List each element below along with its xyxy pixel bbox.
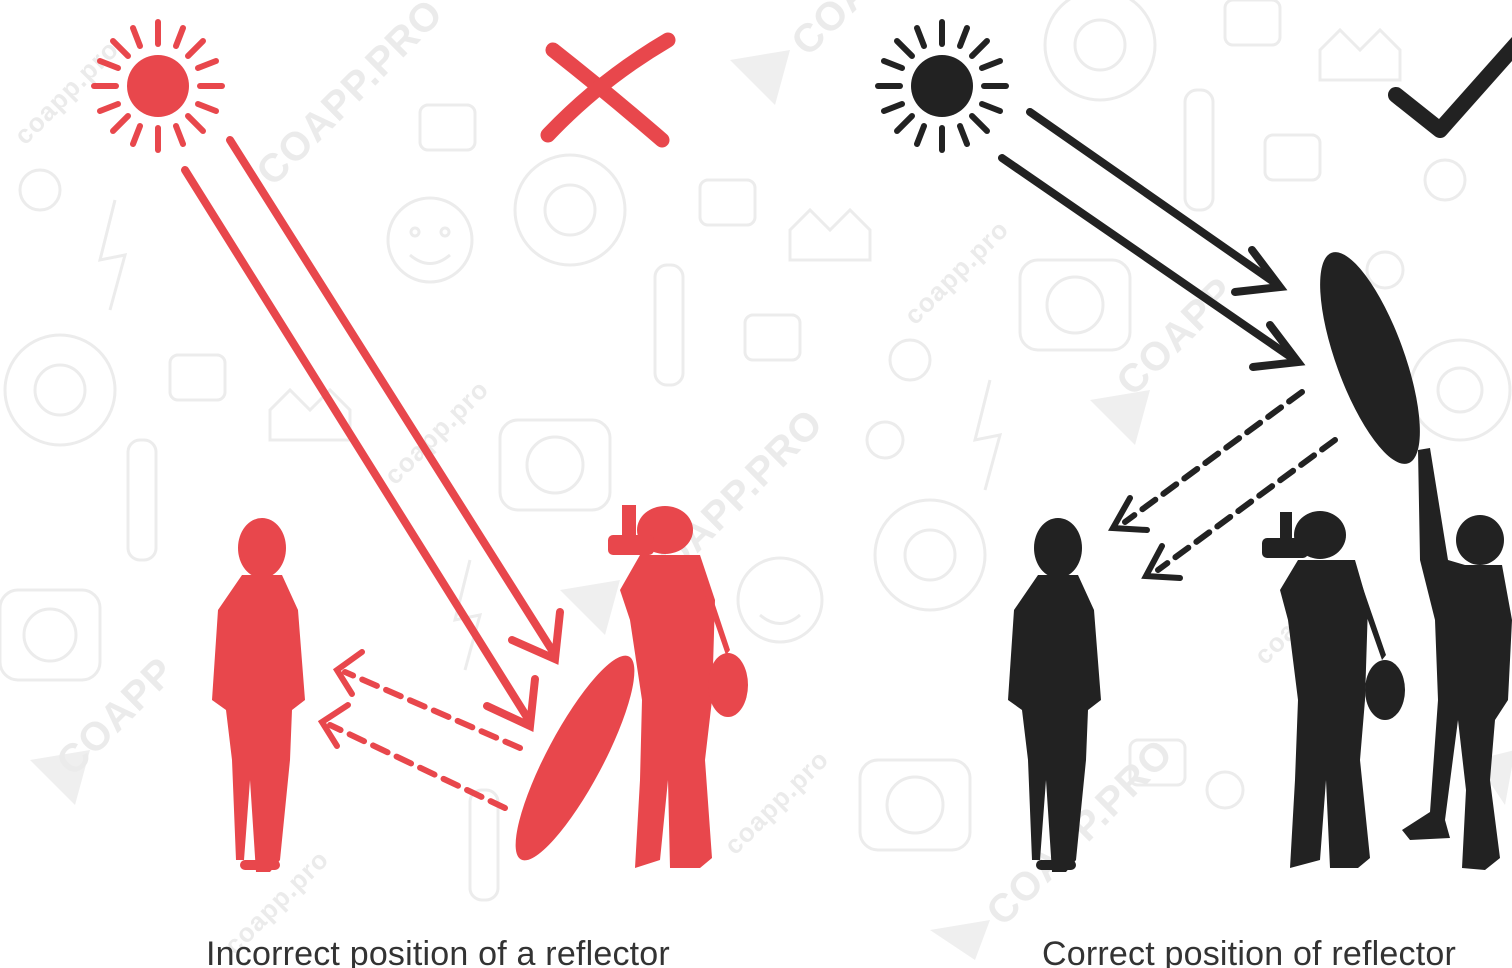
incorrect-caption: Incorrect position of a reflector (206, 935, 670, 968)
incorrect-diagram (0, 0, 780, 968)
cross-icon (548, 40, 668, 140)
sun-icon (94, 22, 222, 150)
sun-icon (878, 22, 1006, 150)
correct-diagram (790, 0, 1512, 968)
light-ray-arrows (1002, 112, 1298, 367)
incorrect-panel: Incorrect position of a reflector (0, 0, 780, 968)
model-silhouette (212, 518, 305, 872)
correct-panel: Correct position of reflector (790, 0, 1512, 968)
correct-caption: Correct position of reflector (1042, 935, 1456, 968)
model-silhouette (1008, 518, 1101, 872)
reflected-light-arrows (322, 652, 520, 808)
reflector (496, 643, 653, 872)
assistant-silhouette (1402, 448, 1512, 870)
reflector (1300, 241, 1441, 475)
photographer-silhouette (1262, 511, 1405, 868)
checkmark-icon (1396, 40, 1512, 130)
